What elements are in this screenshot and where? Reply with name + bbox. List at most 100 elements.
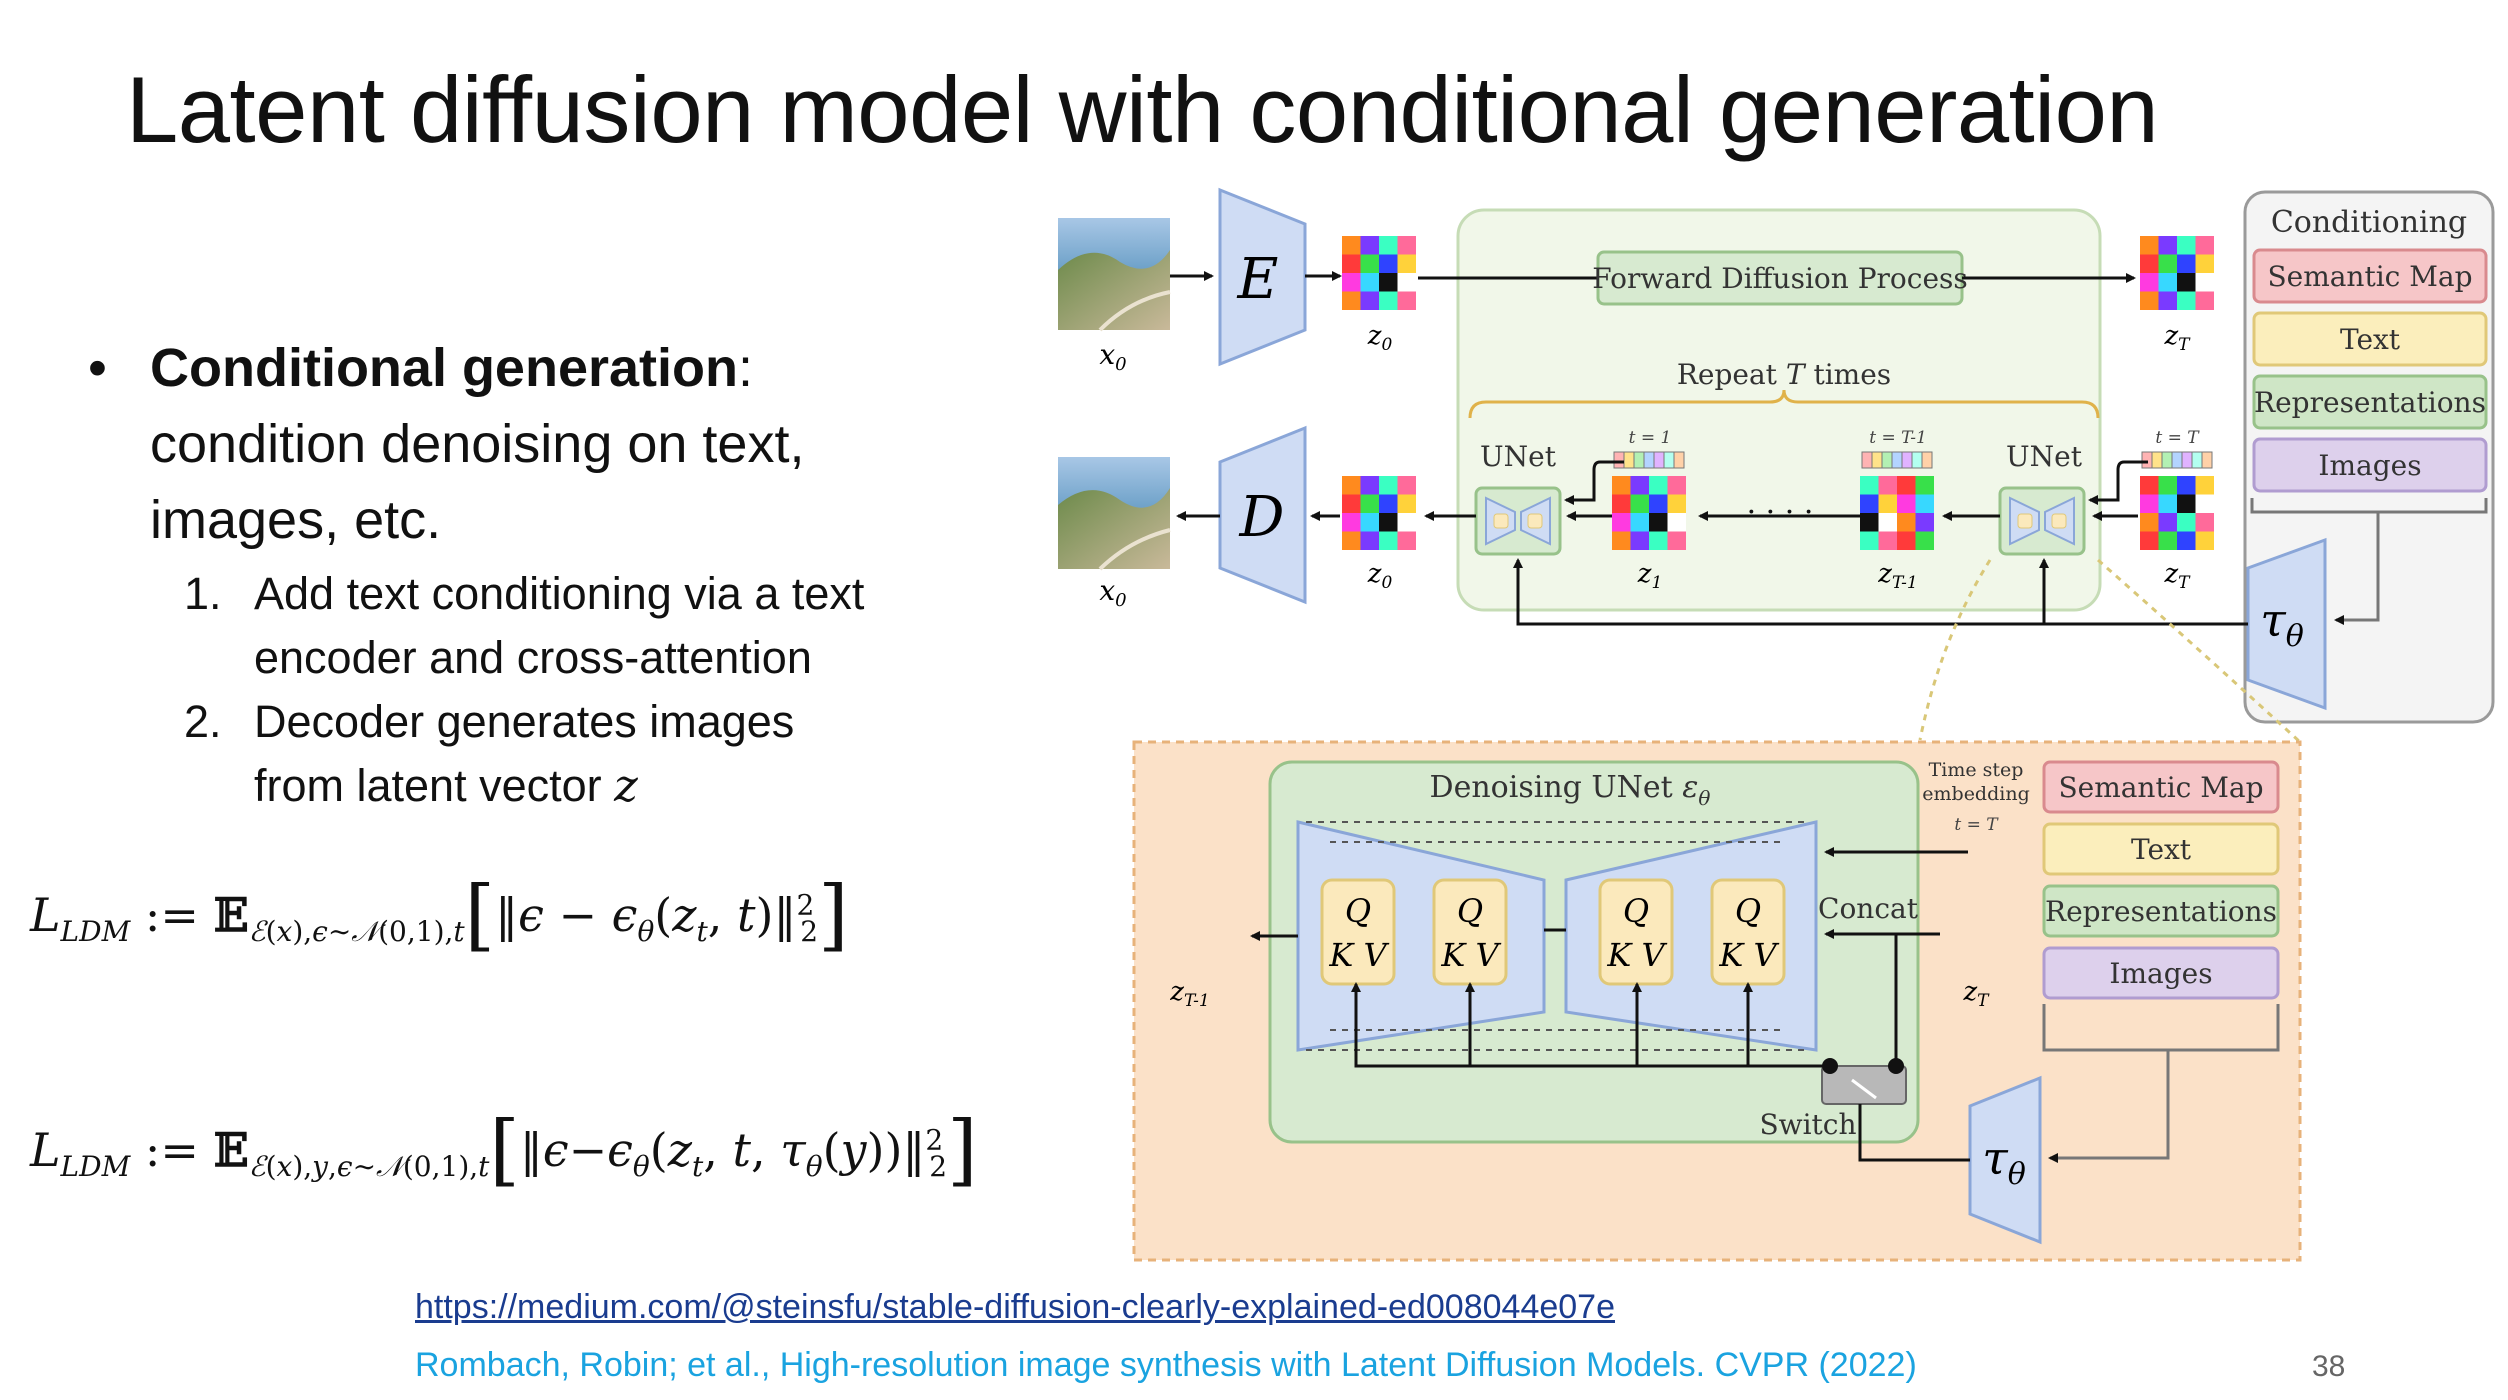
kv-label: K V <box>1328 936 1389 974</box>
zT-label-mid: zT <box>2163 559 2191 593</box>
switch-label: Switch <box>1759 1108 1856 1141</box>
detail-conditioning-item: Semantic Map <box>2042 760 2280 814</box>
zT1-label: zT-1 <box>1877 559 1917 593</box>
conditioning-item-label: Representations <box>2254 386 2486 419</box>
unet-block-right <box>1998 486 2086 556</box>
detail-conditioning-item-label: Text <box>2131 833 2192 866</box>
q-label: Q <box>1457 892 1483 930</box>
timestep-label-1: Time step <box>1929 759 2024 781</box>
latent-variable: z <box>614 759 638 812</box>
detail-conditioning-item: Representations <box>2042 884 2280 938</box>
denoising-unet-title: Denoising UNet εθ <box>1430 770 1711 810</box>
kv-label: K V <box>1606 936 1667 974</box>
bullet-colon: : <box>738 338 754 398</box>
time-embeddings <box>1613 451 2213 859</box>
conditioning-title: Conditioning <box>2271 205 2467 240</box>
sub-item-1: 1. Add text conditioning via a text enco… <box>184 562 968 690</box>
x0-label-bottom: x0 <box>1099 574 1126 611</box>
detail-conditioning-item: Images <box>2042 946 2280 1000</box>
encoder-label: E <box>1237 247 1279 312</box>
latent-z0-top <box>1342 236 1416 310</box>
qkv-block: Q K V <box>1432 878 1508 986</box>
conditioning-item-label: Text <box>2340 323 2401 356</box>
ellipsis: · · · · <box>1747 495 1814 530</box>
tau-label-lower: τθ <box>1982 1131 2026 1192</box>
decoder-block <box>1218 425 1307 605</box>
latent-zT-top <box>2140 236 2214 310</box>
zT-label-top: zT <box>2163 321 2191 355</box>
bullet-heading: Conditional generation <box>150 338 738 398</box>
conditioning-arrow <box>2334 512 2380 625</box>
z0-label-top: z0 <box>1367 321 1393 355</box>
bullet-text-line2: images, etc. <box>150 490 442 550</box>
diffusion-panel <box>1456 208 2102 612</box>
z0-label-bottom: z0 <box>1367 559 1393 593</box>
qkv-blocks: Q K V Q K V Q K V Q K V <box>1320 878 1786 986</box>
zT1-detail-label: zT-1 <box>1169 977 1209 1011</box>
unet-block-left <box>1474 486 1562 556</box>
zT-detail-label: zT <box>1962 977 1990 1011</box>
page-number: 38 <box>2312 1350 2346 1383</box>
timestep-t-label: t = T <box>1954 815 1999 835</box>
tau-encoder-upper <box>2246 537 2327 711</box>
source-link[interactable]: https://medium.com/@steinsfu/stable-diff… <box>415 1288 1615 1326</box>
q-label: Q <box>1623 892 1649 930</box>
conditioning-item: Images <box>2252 437 2488 493</box>
latent-zT-detail <box>1940 896 2014 970</box>
conditioning-item: Representations <box>2252 374 2488 430</box>
denoising-unet-box <box>1268 760 1920 1144</box>
unet-label-left: UNet <box>1480 440 1557 473</box>
time-embedding-detail <box>1939 841 2011 859</box>
reference-text: Rombach, Robin; et al., High-resolution … <box>415 1346 1917 1384</box>
tT-label: t = T <box>2155 428 2200 448</box>
tau-label: τθ <box>2260 593 2304 654</box>
tT1-label: t = T-1 <box>1869 428 1927 448</box>
detail-conditioning-item-label: Images <box>2109 957 2212 990</box>
q-label: Q <box>1735 892 1761 930</box>
bullet-text-line1: condition denoising on text, <box>150 414 805 474</box>
latent-z0-bottom <box>1342 476 1416 550</box>
concat-label: Concat <box>1818 892 1919 925</box>
input-image <box>1058 218 1171 332</box>
unet-label-right: UNet <box>2006 440 2083 473</box>
detail-conditioning-item-label: Representations <box>2045 895 2277 928</box>
sub-item-line2: encoder and cross-attention <box>254 632 812 683</box>
conditioning-panel <box>2243 190 2495 724</box>
t1-label: t = 1 <box>1629 428 1672 448</box>
forward-diffusion-box <box>1596 250 1964 306</box>
conditioning-item: Semantic Map <box>2252 248 2488 304</box>
qkv-block: Q K V <box>1598 878 1674 986</box>
conditioning-item: Text <box>2252 311 2488 367</box>
kv-label: K V <box>1718 936 1779 974</box>
q-label: Q <box>1345 892 1371 930</box>
forward-diffusion-label: Forward Diffusion Process <box>1592 262 1968 295</box>
slide-title: Latent diffusion model with conditional … <box>126 57 2159 162</box>
sub-item-number: 1. <box>184 568 222 619</box>
detail-conditioning-item: Text <box>2042 822 2280 876</box>
qkv-block: Q K V <box>1710 878 1786 986</box>
loss-equation-1: LLDM := 𝔼ℰ(x),ϵ∼𝒩(0,1),t[‖ϵ − ϵθ(zt, t)‖… <box>30 870 849 960</box>
kv-label: K V <box>1440 936 1501 974</box>
unet-encoder <box>1296 820 1546 1052</box>
bullet-list: • Conditional generation: condition deno… <box>88 330 968 818</box>
unet-decoder <box>1564 820 1818 1052</box>
conditioning-item-label: Images <box>2318 449 2421 482</box>
conditioning-bracket <box>2250 498 2488 514</box>
sub-item-line1: Add text conditioning via a text <box>254 568 865 619</box>
tau-encoder-lower <box>1968 1075 2042 1245</box>
repeat-label: Repeat T times <box>1677 358 1891 391</box>
timestep-label-2: embedding <box>1922 783 2029 805</box>
detail-panel <box>1132 740 2302 1262</box>
sub-item-line2: from latent vector <box>254 760 602 811</box>
encoder-block <box>1218 187 1307 367</box>
loss-equation-2: LLDM := 𝔼ℰ(x),y,ϵ∼𝒩(0,1),t[‖ϵ−ϵθ(zt, t, … <box>30 1105 978 1195</box>
time-embedding-t1 <box>1613 451 1685 469</box>
sub-item-number: 2. <box>184 696 222 747</box>
detail-conditioning-item-label: Semantic Map <box>2058 771 2263 804</box>
repeat-brace <box>1468 389 2100 419</box>
latent-grids <box>1156 236 2214 970</box>
latent-zT1-detail <box>1156 896 1230 970</box>
z1-label: z1 <box>1637 559 1663 593</box>
